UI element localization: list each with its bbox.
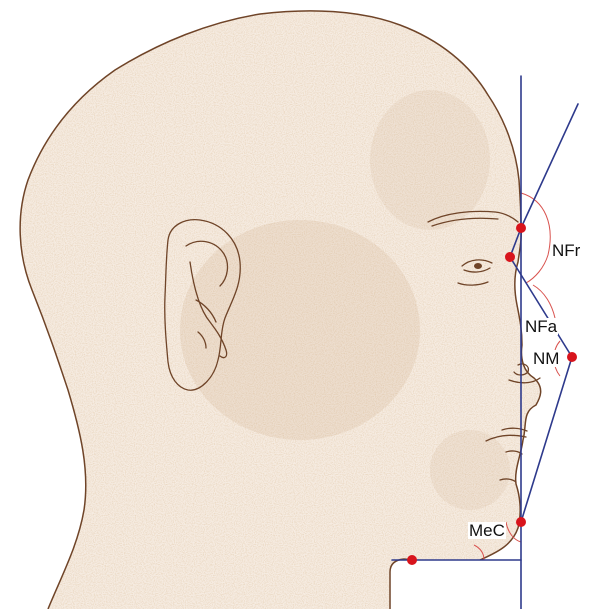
nfr-label: NFr <box>552 242 580 259</box>
forehead-point <box>516 223 526 233</box>
nfr-arc <box>521 193 550 283</box>
chin-point <box>516 517 526 527</box>
nm-label: NM <box>532 350 560 367</box>
mec-label: MeC <box>468 522 506 539</box>
forehead-tangent-line <box>521 104 578 228</box>
cervical-point <box>407 555 417 565</box>
nose-tip-point <box>567 352 577 362</box>
nfa-label: NFa <box>524 318 558 335</box>
nasion-point <box>505 252 515 262</box>
